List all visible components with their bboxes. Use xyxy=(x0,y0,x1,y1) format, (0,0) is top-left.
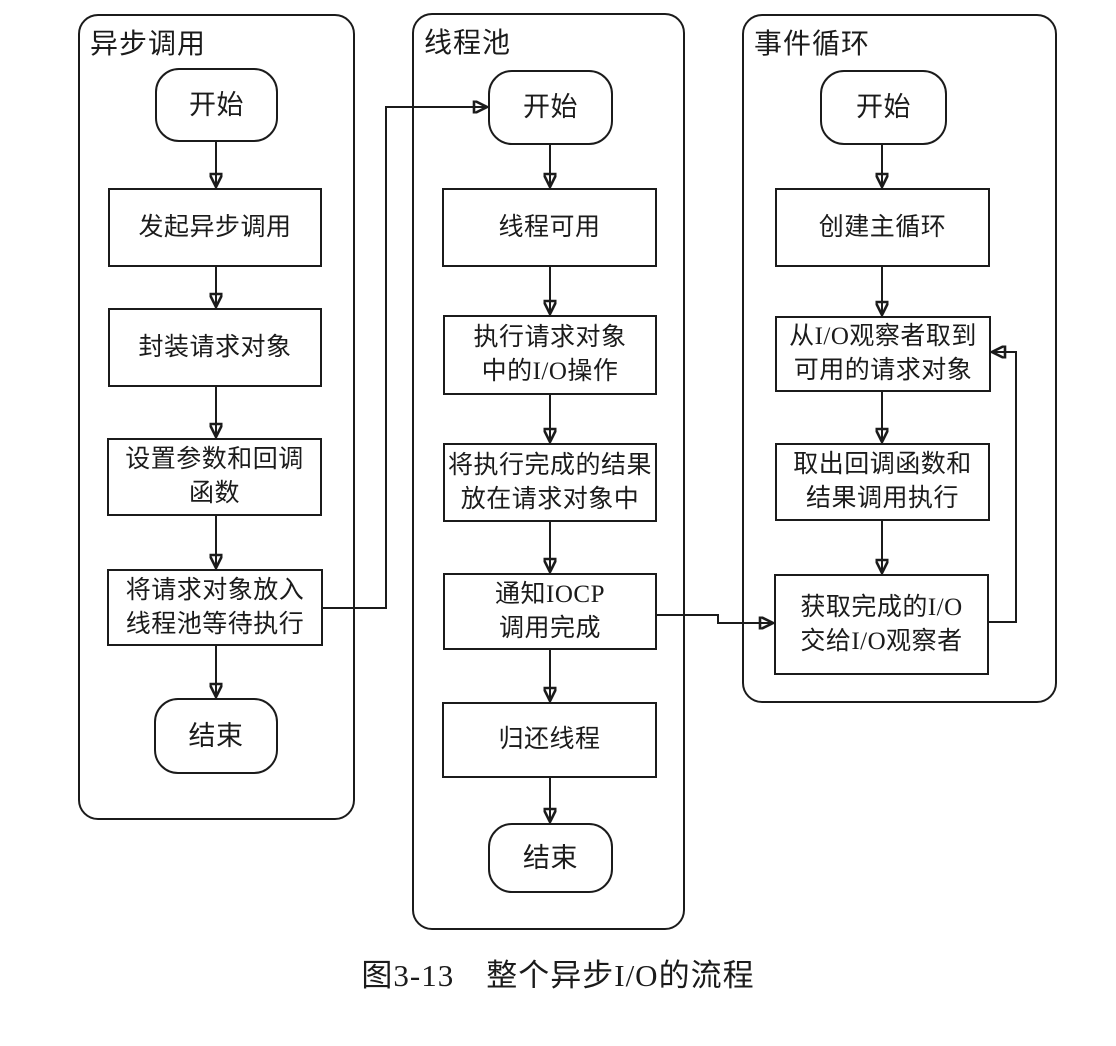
figure-caption: 图3-13 整个异步I/O的流程 xyxy=(361,958,755,993)
node-put-request-into-threadpool: 将请求对象放入 线程池等待执行 xyxy=(107,569,323,646)
node-fetch-callback-and-execute: 取出回调函数和 结果调用执行 xyxy=(775,443,990,521)
lane-thread-pool-title: 线程池 xyxy=(424,28,512,59)
node-execute-io-of-request: 执行请求对象 中的I/O操作 xyxy=(443,315,657,395)
node-thread-available: 线程可用 xyxy=(442,188,657,267)
node-notify-iocp-complete: 通知IOCP 调用完成 xyxy=(443,573,657,650)
node-start-threadpool: 开始 xyxy=(488,70,613,145)
node-start-eventloop: 开始 xyxy=(820,70,947,145)
node-get-request-from-io-observer: 从I/O观察者取到 可用的请求对象 xyxy=(775,316,991,392)
lane-async-call-title: 异步调用 xyxy=(90,29,207,60)
node-set-params-callback: 设置参数和回调 函数 xyxy=(107,438,322,516)
lane-event-loop-title: 事件循环 xyxy=(754,29,871,60)
node-create-main-loop: 创建主循环 xyxy=(775,188,990,267)
node-deliver-completed-io-to-observer: 获取完成的I/O 交给I/O观察者 xyxy=(774,574,989,675)
node-return-thread: 归还线程 xyxy=(442,702,657,778)
node-end-threadpool: 结束 xyxy=(488,823,613,893)
node-put-result-into-request: 将执行完成的结果 放在请求对象中 xyxy=(443,443,657,522)
node-wrap-request-object: 封装请求对象 xyxy=(108,308,322,387)
node-end-async: 结束 xyxy=(154,698,278,774)
node-initiate-async-call: 发起异步调用 xyxy=(108,188,322,267)
lane-event-loop: 事件循环 xyxy=(742,14,1057,703)
node-start-async: 开始 xyxy=(155,68,278,142)
